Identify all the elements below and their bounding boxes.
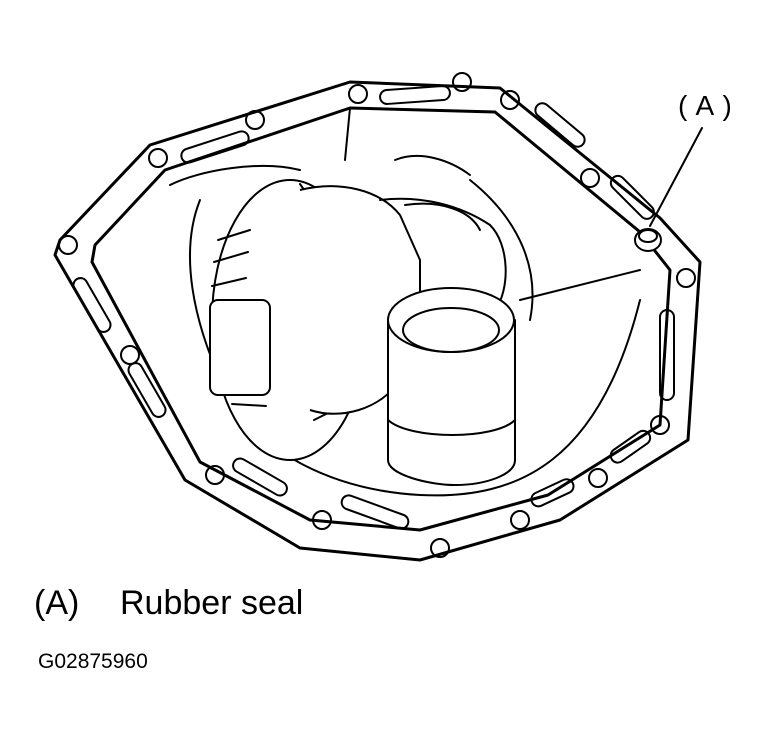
legend-key: (A) — [34, 584, 80, 622]
legend: (A) Rubber seal — [34, 584, 303, 623]
callout-label-a: ( A ) — [678, 90, 733, 121]
bearing-cup — [387, 287, 516, 486]
bolt-holes — [58, 72, 696, 558]
differential-case-diagram — [53, 72, 703, 562]
figure-id: G02875960 — [38, 650, 148, 673]
flange-outline — [53, 80, 702, 562]
callout-leader-line — [649, 127, 703, 227]
gasket-slots — [72, 85, 675, 530]
housing-interior — [169, 107, 641, 497]
legend-text: Rubber seal — [120, 584, 304, 622]
rubber-seal — [634, 228, 662, 252]
